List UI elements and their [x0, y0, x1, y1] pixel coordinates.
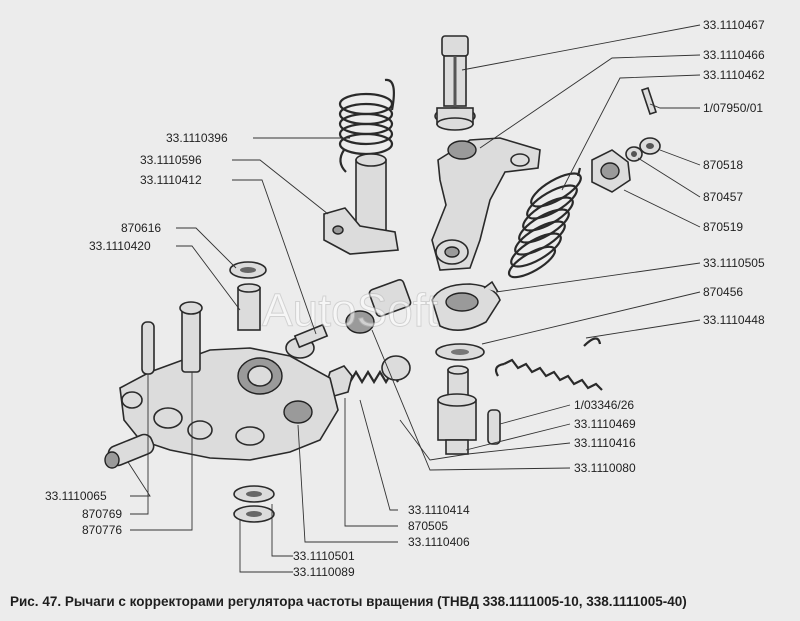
- leader-lines: [127, 24, 701, 573]
- label-870776: 870776: [82, 523, 122, 537]
- parts-drawing: [104, 35, 661, 523]
- label-33-1110065: 33.1110065: [45, 489, 107, 503]
- plunger-416: [437, 365, 501, 455]
- label-33-1110420: 33.1110420: [89, 239, 151, 253]
- bushing-596: [323, 153, 399, 255]
- label-870519: 870519: [703, 220, 743, 234]
- coil-spring-462: [507, 167, 582, 279]
- label-33-1110396: 33.1110396: [166, 131, 228, 145]
- label-870505: 870505: [408, 519, 448, 533]
- label-870457: 870457: [703, 190, 743, 204]
- tension-spring-448: [494, 337, 603, 391]
- figure-caption: Рис. 47. Рычаги с корректорами регулятор…: [10, 594, 687, 609]
- label-33-1110467: 33.1110467: [703, 18, 765, 32]
- label-1-07950-01: 1/07950/01: [703, 101, 763, 115]
- label-33-1110412: 33.1110412: [140, 173, 202, 187]
- lever-upper: [431, 137, 541, 271]
- label-870616: 870616: [121, 221, 161, 235]
- label-33-1110448: 33.1110448: [703, 313, 765, 327]
- label-33-1110462: 33.1110462: [703, 68, 765, 82]
- label-33-1110080: 33.1110080: [574, 461, 636, 475]
- washers-bottom: [233, 485, 275, 523]
- label-33-1110414: 33.1110414: [408, 503, 470, 517]
- label-33-1110416: 33.1110416: [574, 436, 636, 450]
- label-870456: 870456: [703, 285, 743, 299]
- label-33-1110406: 33.1110406: [408, 535, 470, 549]
- small-hardware-right: [591, 86, 661, 193]
- label-33-1110505: 33.1110505: [703, 256, 765, 270]
- watermark: AutoSoft: [262, 284, 439, 336]
- label-1-03346-26: 1/03346/26: [574, 398, 634, 412]
- label-33-1110469: 33.1110469: [574, 417, 636, 431]
- part-labels: 33.1110467 33.1110466 33.1110462 1/07950…: [45, 18, 765, 579]
- bushings-left: [229, 261, 267, 331]
- label-33-1110596: 33.1110596: [140, 153, 202, 167]
- label-33-1110466: 33.1110466: [703, 48, 765, 62]
- main-lever-body: [104, 347, 339, 469]
- label-33-1110501: 33.1110501: [293, 549, 355, 563]
- lever-505: [431, 280, 501, 361]
- label-33-1110089: 33.1110089: [293, 565, 355, 579]
- shaft-top: [434, 35, 476, 131]
- label-870769: 870769: [82, 507, 122, 521]
- label-870518: 870518: [703, 158, 743, 172]
